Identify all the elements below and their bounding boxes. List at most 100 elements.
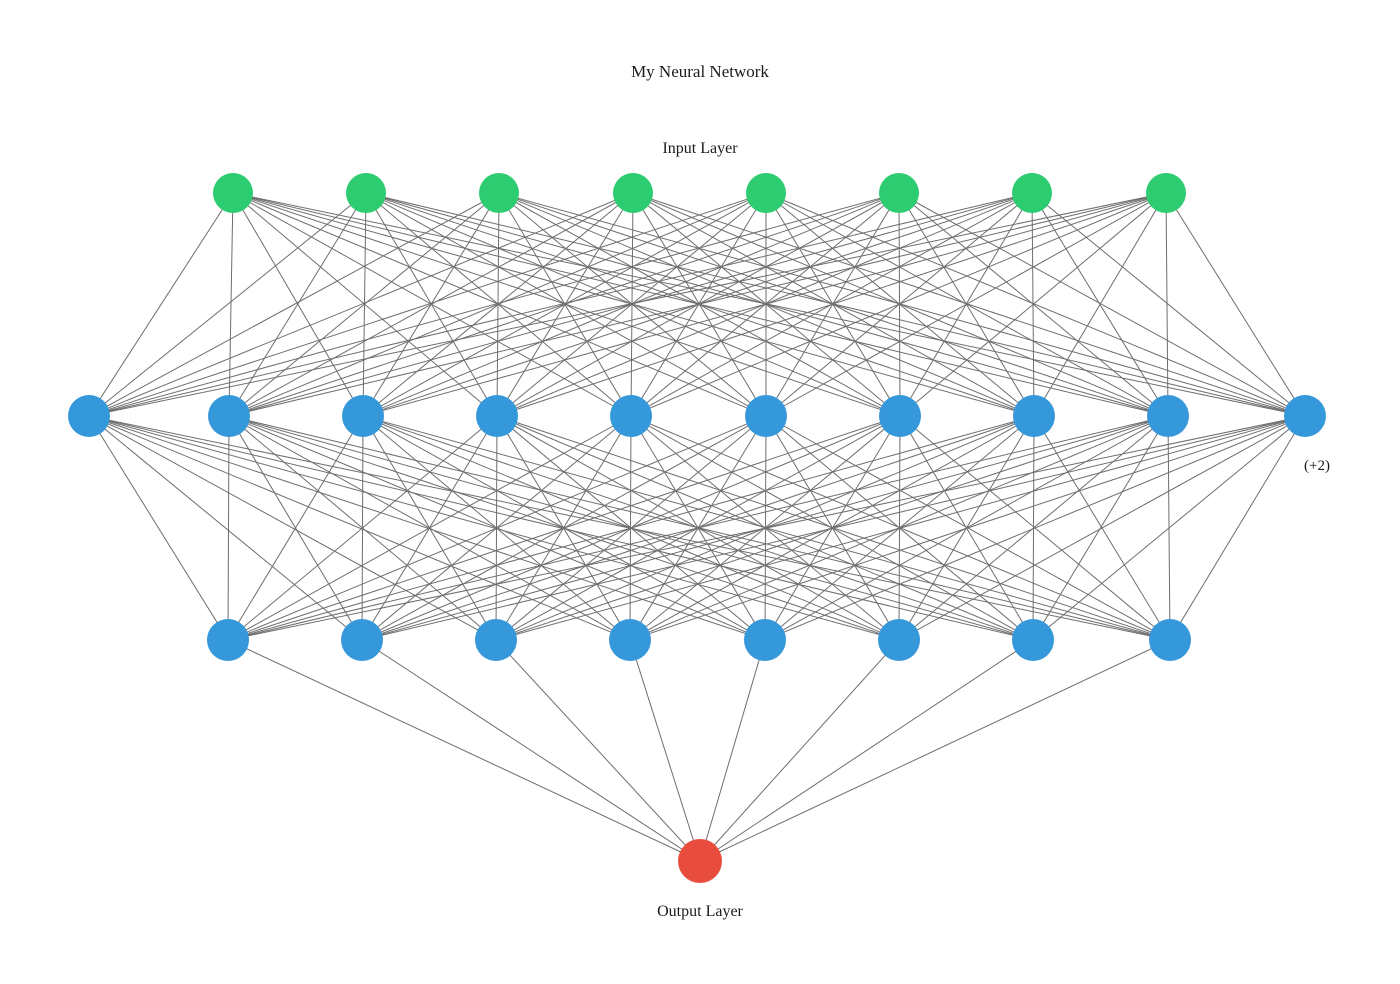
edge — [88, 192, 1167, 417]
edge — [1165, 192, 1306, 417]
edge — [361, 415, 1306, 641]
edge — [227, 415, 498, 641]
edge — [898, 415, 1306, 641]
node-hidden-1-9[interactable] — [1147, 395, 1189, 437]
edge — [1032, 415, 1306, 641]
edge — [88, 415, 497, 641]
node-input-5[interactable] — [746, 173, 786, 213]
node-input-4[interactable] — [613, 173, 653, 213]
edge — [629, 415, 1306, 641]
edge — [699, 639, 766, 862]
edge — [1033, 192, 1167, 417]
edge — [227, 415, 901, 641]
edge — [228, 192, 500, 417]
edge — [765, 192, 1167, 417]
edge — [88, 192, 1033, 417]
node-hidden-1-8[interactable] — [1013, 395, 1055, 437]
layer-input-nodes — [213, 173, 1186, 213]
node-hidden-1-3[interactable] — [342, 395, 384, 437]
edge — [228, 192, 900, 417]
edge — [228, 192, 1167, 417]
node-input-3[interactable] — [479, 173, 519, 213]
edge — [227, 415, 230, 641]
edge — [629, 639, 701, 862]
layer-hidden-1-nodes — [68, 395, 1326, 437]
node-input-8[interactable] — [1146, 173, 1186, 213]
node-hidden-1-1[interactable] — [68, 395, 110, 437]
edge — [228, 192, 767, 417]
edge — [495, 639, 701, 862]
layer-hidden-2-nodes — [207, 619, 1191, 661]
edge — [699, 639, 900, 862]
edge — [227, 415, 1035, 641]
node-hidden-2-7[interactable] — [1012, 619, 1054, 661]
edge — [227, 415, 767, 641]
edge — [88, 192, 634, 417]
edge-bundle-hidden-2-to-output — [227, 639, 1171, 862]
edge — [1165, 192, 1169, 417]
node-hidden-2-2[interactable] — [341, 619, 383, 661]
edge — [361, 639, 701, 862]
nodes-group — [68, 173, 1326, 883]
edge — [699, 639, 1034, 862]
node-hidden-1-4[interactable] — [476, 395, 518, 437]
node-hidden-2-3[interactable] — [475, 619, 517, 661]
edge — [88, 192, 367, 417]
edge — [227, 639, 701, 862]
edge — [88, 192, 234, 417]
node-hidden-2-6[interactable] — [878, 619, 920, 661]
edge — [88, 415, 631, 641]
edges-group — [88, 192, 1306, 862]
node-input-7[interactable] — [1012, 173, 1052, 213]
edge — [228, 192, 1033, 417]
hidden-layer-extra-nodes-label: (+2) — [1304, 458, 1330, 474]
node-hidden-2-8[interactable] — [1149, 619, 1191, 661]
edge — [898, 192, 1306, 417]
edge — [88, 415, 1034, 641]
edge — [495, 415, 1306, 641]
edge — [365, 192, 767, 417]
node-output-1[interactable] — [678, 839, 722, 883]
edge — [227, 415, 1169, 641]
edge — [765, 192, 1306, 417]
node-hidden-1-5[interactable] — [610, 395, 652, 437]
edge — [228, 192, 634, 417]
layer-output-nodes — [678, 839, 722, 883]
edge — [699, 639, 1171, 862]
node-hidden-1-10[interactable] — [1284, 395, 1326, 437]
node-input-6[interactable] — [879, 173, 919, 213]
edge — [632, 192, 1306, 417]
edge — [362, 192, 1167, 417]
node-hidden-2-4[interactable] — [609, 619, 651, 661]
edge — [88, 192, 900, 417]
edge — [227, 415, 632, 641]
edge — [88, 192, 767, 417]
edge — [88, 415, 229, 641]
edge — [1032, 415, 1169, 641]
edge — [899, 192, 1167, 417]
edge — [764, 415, 1306, 641]
node-hidden-1-7[interactable] — [879, 395, 921, 437]
node-hidden-1-2[interactable] — [208, 395, 250, 437]
node-hidden-1-6[interactable] — [745, 395, 787, 437]
node-hidden-2-1[interactable] — [207, 619, 249, 661]
edge — [227, 415, 1306, 641]
edge — [365, 192, 1306, 417]
edge — [232, 192, 767, 417]
edge — [498, 192, 1306, 417]
edge-bundle-input-to-hidden-1 — [88, 192, 1306, 417]
input-layer-label: Input Layer — [662, 140, 738, 157]
node-input-1[interactable] — [213, 173, 253, 213]
edge — [630, 192, 1167, 417]
edge — [88, 192, 500, 417]
edge — [496, 192, 1167, 417]
output-layer-label: Output Layer — [657, 903, 743, 920]
node-input-2[interactable] — [346, 173, 386, 213]
node-hidden-2-5[interactable] — [744, 619, 786, 661]
edge — [227, 415, 364, 641]
figure-title: My Neural Network — [631, 62, 769, 81]
edge — [232, 192, 1306, 417]
edge — [1169, 415, 1306, 641]
